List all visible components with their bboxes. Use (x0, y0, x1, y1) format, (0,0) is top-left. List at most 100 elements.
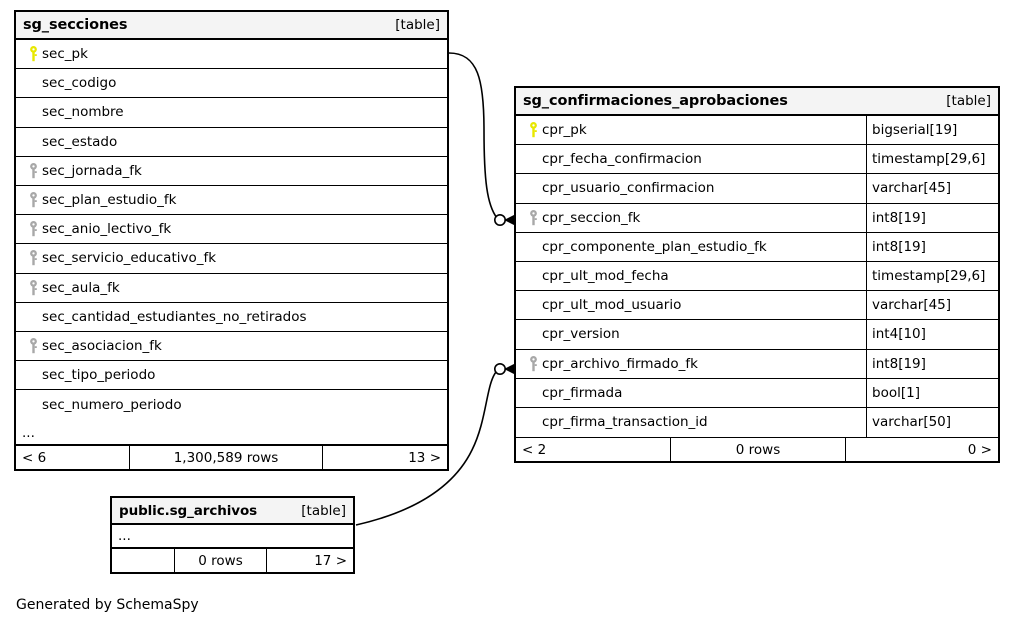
table-row[interactable]: sec_aula_fk (16, 274, 447, 303)
table-row[interactable]: cpr_ult_mod_fecha timestamp[29,6] (516, 261, 998, 292)
column-name-cell: sec_tipo_periodo (16, 361, 447, 389)
column-type-label: varchar[45] (872, 297, 952, 314)
column-name-label: sec_estado (42, 133, 118, 150)
column-name-label: sec_anio_lectivo_fk (42, 221, 172, 238)
row-count-label: 0 rows (174, 549, 267, 572)
table-row[interactable]: sec_codigo (16, 69, 447, 99)
column-type-label: bool[1] (872, 384, 920, 401)
column-type-label: int8[19] (872, 209, 926, 226)
table-row[interactable]: cpr_usuario_confirmacion varchar[45] (516, 174, 998, 204)
table-header-sg-secciones: sg_secciones [table] (16, 12, 447, 40)
prev-page-button[interactable] (112, 549, 174, 572)
table-row[interactable]: sec_anio_lectivo_fk (16, 215, 447, 245)
column-name-label: cpr_fecha_confirmacion (542, 151, 702, 168)
column-name-label: sec_numero_periodo (42, 396, 182, 413)
foreign-key-icon (24, 250, 42, 266)
column-type-cell: timestamp[29,6] (866, 261, 998, 291)
column-type-cell: int8[19] (866, 232, 998, 261)
column-name-label: cpr_usuario_confirmacion (542, 180, 715, 197)
table-row[interactable]: cpr_fecha_confirmacion timestamp[29,6] (516, 145, 998, 175)
column-name-cell: cpr_version (516, 320, 866, 348)
table-row[interactable]: cpr_firmada bool[1] (516, 378, 998, 408)
column-type-label: varchar[45] (872, 180, 952, 197)
column-name-cell: cpr_usuario_confirmacion (516, 174, 866, 202)
table-row[interactable]: cpr_componente_plan_estudio_fk int8[19] (516, 232, 998, 262)
table-footer-sg-confirmaciones-aprobaciones: < 2 0 rows 0 > (516, 437, 998, 462)
table-header-public-sg-archivos: public.sg_archivos [table] (112, 498, 353, 525)
relationship-secciones-confirmaciones (448, 52, 516, 227)
table-row[interactable]: sec_tipo_periodo (16, 361, 447, 391)
column-type-cell: int4[10] (866, 320, 998, 349)
column-name-label: cpr_seccion_fk (542, 209, 641, 226)
table-row[interactable]: cpr_ult_mod_usuario varchar[45] (516, 291, 998, 321)
column-type-cell: bigserial[19] (866, 116, 998, 145)
row-count-label: 1,300,589 rows (129, 446, 323, 470)
foreign-key-icon (524, 355, 542, 372)
foreign-key-icon (524, 209, 542, 226)
column-name-cell: sec_codigo (16, 69, 447, 97)
more-columns-indicator: ... (16, 419, 447, 446)
table-type-tag: [table] (301, 502, 346, 519)
table-footer-public-sg-archivos: 0 rows 17 > (112, 548, 353, 572)
column-name-cell: sec_numero_periodo (16, 390, 447, 419)
column-name-label: sec_tipo_periodo (42, 367, 156, 384)
table-row[interactable]: sec_cantidad_estudiantes_no_retirados (16, 303, 447, 332)
column-name-cell: cpr_pk (516, 116, 866, 144)
table-row[interactable]: sec_estado (16, 128, 447, 157)
table-row[interactable]: sec_plan_estudio_fk (16, 186, 447, 216)
column-name-cell: cpr_componente_plan_estudio_fk (516, 233, 866, 261)
table-row[interactable]: cpr_firma_transaction_id varchar[50] (516, 407, 998, 438)
table-row[interactable]: sec_jornada_fk (16, 157, 447, 186)
column-name-label: cpr_ult_mod_fecha (542, 268, 669, 285)
table-type-tag: [table] (395, 17, 440, 33)
column-type-label: timestamp[29,6] (872, 268, 986, 285)
next-page-button[interactable]: 17 > (314, 552, 347, 569)
next-page-button[interactable]: 0 > (967, 441, 992, 458)
primary-key-icon (24, 46, 42, 62)
column-name-label: sec_servicio_educativo_fk (42, 250, 217, 267)
column-name-cell: cpr_ult_mod_usuario (516, 291, 866, 319)
column-name-label: cpr_firmada (542, 384, 623, 401)
column-name-cell: cpr_firma_transaction_id (516, 408, 866, 437)
table-type-tag: [table] (946, 93, 991, 109)
column-name-cell: sec_asociacion_fk (16, 332, 447, 360)
column-name-cell: sec_estado (16, 128, 447, 156)
column-type-label: int8[19] (872, 238, 926, 255)
foreign-key-icon (24, 221, 42, 237)
column-type-cell: varchar[45] (866, 291, 998, 320)
prev-page-button[interactable]: < 6 (22, 449, 47, 466)
column-name-label: sec_nombre (42, 104, 124, 121)
prev-page-button[interactable]: < 2 (522, 441, 547, 458)
table-row[interactable]: cpr_pk bigserial[19] (516, 116, 998, 146)
column-name-label: cpr_firma_transaction_id (542, 414, 708, 431)
table-sg-confirmaciones-aprobaciones[interactable]: sg_confirmaciones_aprobaciones [table] c… (514, 86, 1000, 464)
column-type-cell: varchar[45] (866, 174, 998, 203)
column-type-label: int8[19] (872, 355, 926, 372)
column-name-cell: sec_cantidad_estudiantes_no_retirados (16, 303, 447, 331)
column-name-cell: sec_aula_fk (16, 274, 447, 302)
table-row[interactable]: sec_servicio_educativo_fk (16, 244, 447, 274)
more-columns-indicator: ... (112, 525, 353, 548)
table-row[interactable]: sec_numero_periodo (16, 390, 447, 419)
table-row[interactable]: sec_nombre (16, 98, 447, 128)
table-row[interactable]: cpr_seccion_fk int8[19] (516, 203, 998, 233)
column-type-cell: timestamp[29,6] (866, 145, 998, 174)
row-count-label: 0 rows (670, 438, 846, 462)
table-public-sg-archivos[interactable]: public.sg_archivos [table] ... 0 rows 17… (110, 496, 355, 574)
column-name-label: sec_jornada_fk (42, 162, 142, 179)
table-row[interactable]: sec_asociacion_fk (16, 332, 447, 362)
column-name-cell: sec_pk (16, 40, 447, 68)
column-name-label: cpr_componente_plan_estudio_fk (542, 238, 767, 255)
column-name-label: cpr_pk (542, 122, 587, 139)
column-name-cell: cpr_ult_mod_fecha (516, 262, 866, 290)
table-row[interactable]: sec_pk (16, 40, 447, 70)
column-type-cell: int8[19] (866, 203, 998, 232)
next-page-button[interactable]: 13 > (408, 449, 441, 466)
column-type-cell: varchar[50] (866, 407, 998, 438)
column-type-cell: int8[19] (866, 349, 998, 378)
column-name-cell: sec_nombre (16, 98, 447, 126)
